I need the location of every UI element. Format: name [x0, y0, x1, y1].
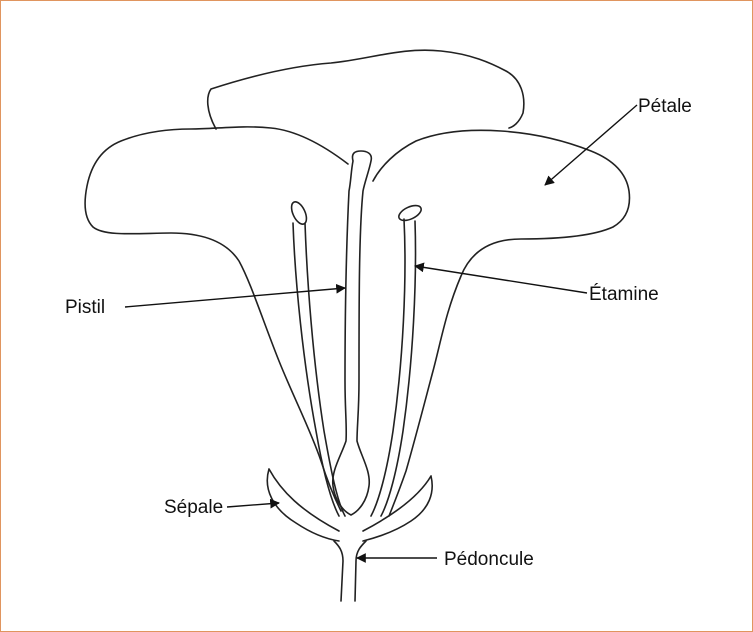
pistil-leader	[125, 288, 345, 307]
left-petal	[85, 127, 348, 511]
label-petal: Pétale	[638, 96, 692, 117]
pistil-shape	[333, 151, 372, 515]
petal-leader	[545, 105, 637, 185]
left-filament	[293, 223, 345, 516]
back-petal	[208, 50, 524, 129]
peduncle-shape	[334, 541, 366, 601]
right-sepal	[363, 476, 432, 541]
right-anther	[397, 202, 424, 223]
stamen-leader	[415, 266, 587, 293]
label-pistil: Pistil	[65, 297, 105, 318]
label-stamen: Étamine	[589, 284, 659, 305]
right-petal	[373, 130, 629, 516]
sepal-leader	[227, 503, 279, 507]
label-sepal: Sépale	[164, 497, 223, 518]
right-filament	[371, 219, 416, 516]
label-peduncle: Pédoncule	[444, 549, 534, 570]
left-anther	[288, 200, 309, 227]
